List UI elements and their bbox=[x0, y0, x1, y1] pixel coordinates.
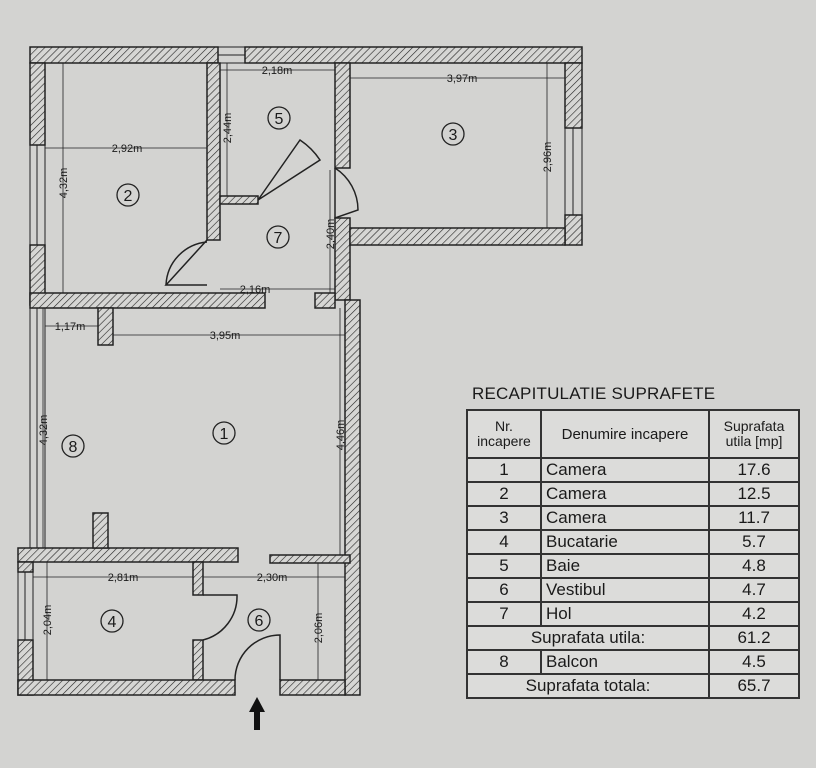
row-name: Baie bbox=[540, 553, 710, 579]
room-number-7: 7 bbox=[274, 230, 283, 247]
room-numbers bbox=[61, 106, 465, 633]
room-number-6: 6 bbox=[255, 613, 264, 630]
dim-baie-width: 2,18m bbox=[262, 65, 293, 77]
arrow-up-icon bbox=[249, 697, 265, 730]
room-number-8: 8 bbox=[69, 439, 78, 456]
dim-room2-width: 2,92m bbox=[112, 143, 143, 155]
room-number-5: 5 bbox=[275, 111, 284, 128]
dim-room3-width: 3,97m bbox=[447, 73, 478, 85]
total-area-row: Suprafata totala:65.7 bbox=[466, 673, 800, 699]
row-area: 5.7 bbox=[708, 529, 800, 555]
recap-title: RECAPITULATIE SUPRAFETE bbox=[472, 384, 716, 403]
row-nr: 6 bbox=[466, 577, 542, 603]
room-number-4: 4 bbox=[108, 614, 117, 631]
room-number-3: 3 bbox=[449, 127, 458, 144]
row-area: 12.5 bbox=[708, 481, 800, 507]
dimension-lines bbox=[33, 63, 565, 680]
dim-vestibul-height: 2,06m bbox=[313, 613, 325, 644]
total-area-value: 65.7 bbox=[708, 673, 800, 699]
row-area: 11.7 bbox=[708, 505, 800, 531]
row-name: Camera bbox=[540, 457, 710, 483]
doors bbox=[164, 138, 359, 681]
row-area: 4.5 bbox=[708, 649, 800, 675]
row-area: 4.2 bbox=[708, 601, 800, 627]
dim-hol-height: 2,40m bbox=[325, 219, 337, 250]
dim-room3-height: 2,96m bbox=[542, 142, 554, 173]
useful-area-value: 61.2 bbox=[708, 625, 800, 651]
total-area-label: Suprafata totala: bbox=[466, 673, 710, 699]
recap-table: Nr. incapere Denumire incapere Suprafata… bbox=[466, 409, 800, 699]
row-name: Bucatarie bbox=[540, 529, 710, 555]
row-nr: 3 bbox=[466, 505, 542, 531]
row-area: 4.7 bbox=[708, 577, 800, 603]
row-name: Hol bbox=[540, 601, 710, 627]
row-nr: 1 bbox=[466, 457, 542, 483]
row-name: Camera bbox=[540, 481, 710, 507]
row-nr: 8 bbox=[466, 649, 542, 675]
dim-kitchen-width: 2,81m bbox=[108, 572, 139, 584]
row-nr: 2 bbox=[466, 481, 542, 507]
row-name: Camera bbox=[540, 505, 710, 531]
dimension-labels: 2,18m 3,97m 2,92m 2,44m 4,32m 2,96m 2,40… bbox=[38, 65, 554, 643]
dim-room1-width: 3,95m bbox=[210, 330, 241, 342]
dim-vestibul-width: 2,30m bbox=[257, 572, 288, 584]
header-name: Denumire incapere bbox=[540, 409, 710, 459]
dim-hol-width: 2,16m bbox=[240, 284, 271, 296]
row-name: Balcon bbox=[540, 649, 710, 675]
dim-balcon-width: 1,17m bbox=[55, 321, 86, 333]
walls bbox=[17, 46, 583, 696]
dim-room1-height: 4,46m bbox=[335, 420, 347, 451]
room-number-1: 1 bbox=[220, 426, 229, 443]
row-nr: 7 bbox=[466, 601, 542, 627]
dim-room2-height: 4,32m bbox=[58, 168, 70, 199]
dim-kitchen-height: 2,04m bbox=[42, 605, 54, 636]
windows bbox=[17, 46, 583, 641]
row-area: 4.8 bbox=[708, 553, 800, 579]
row-name: Vestibul bbox=[540, 577, 710, 603]
table-header: Nr. incapere Denumire incapere Suprafata… bbox=[466, 409, 800, 459]
header-nr: Nr. incapere bbox=[466, 409, 542, 459]
dim-baie-height: 2,44m bbox=[222, 113, 234, 144]
dim-balcon-height: 4,32m bbox=[38, 415, 50, 446]
row-nr: 4 bbox=[466, 529, 542, 555]
room-number-2: 2 bbox=[124, 188, 133, 205]
row-area: 17.6 bbox=[708, 457, 800, 483]
row-nr: 5 bbox=[466, 553, 542, 579]
header-area: Suprafata utila [mp] bbox=[708, 409, 800, 459]
useful-area-label: Suprafata utila: bbox=[466, 625, 710, 651]
useful-area-row: Suprafata utila:61.2 bbox=[466, 625, 800, 651]
